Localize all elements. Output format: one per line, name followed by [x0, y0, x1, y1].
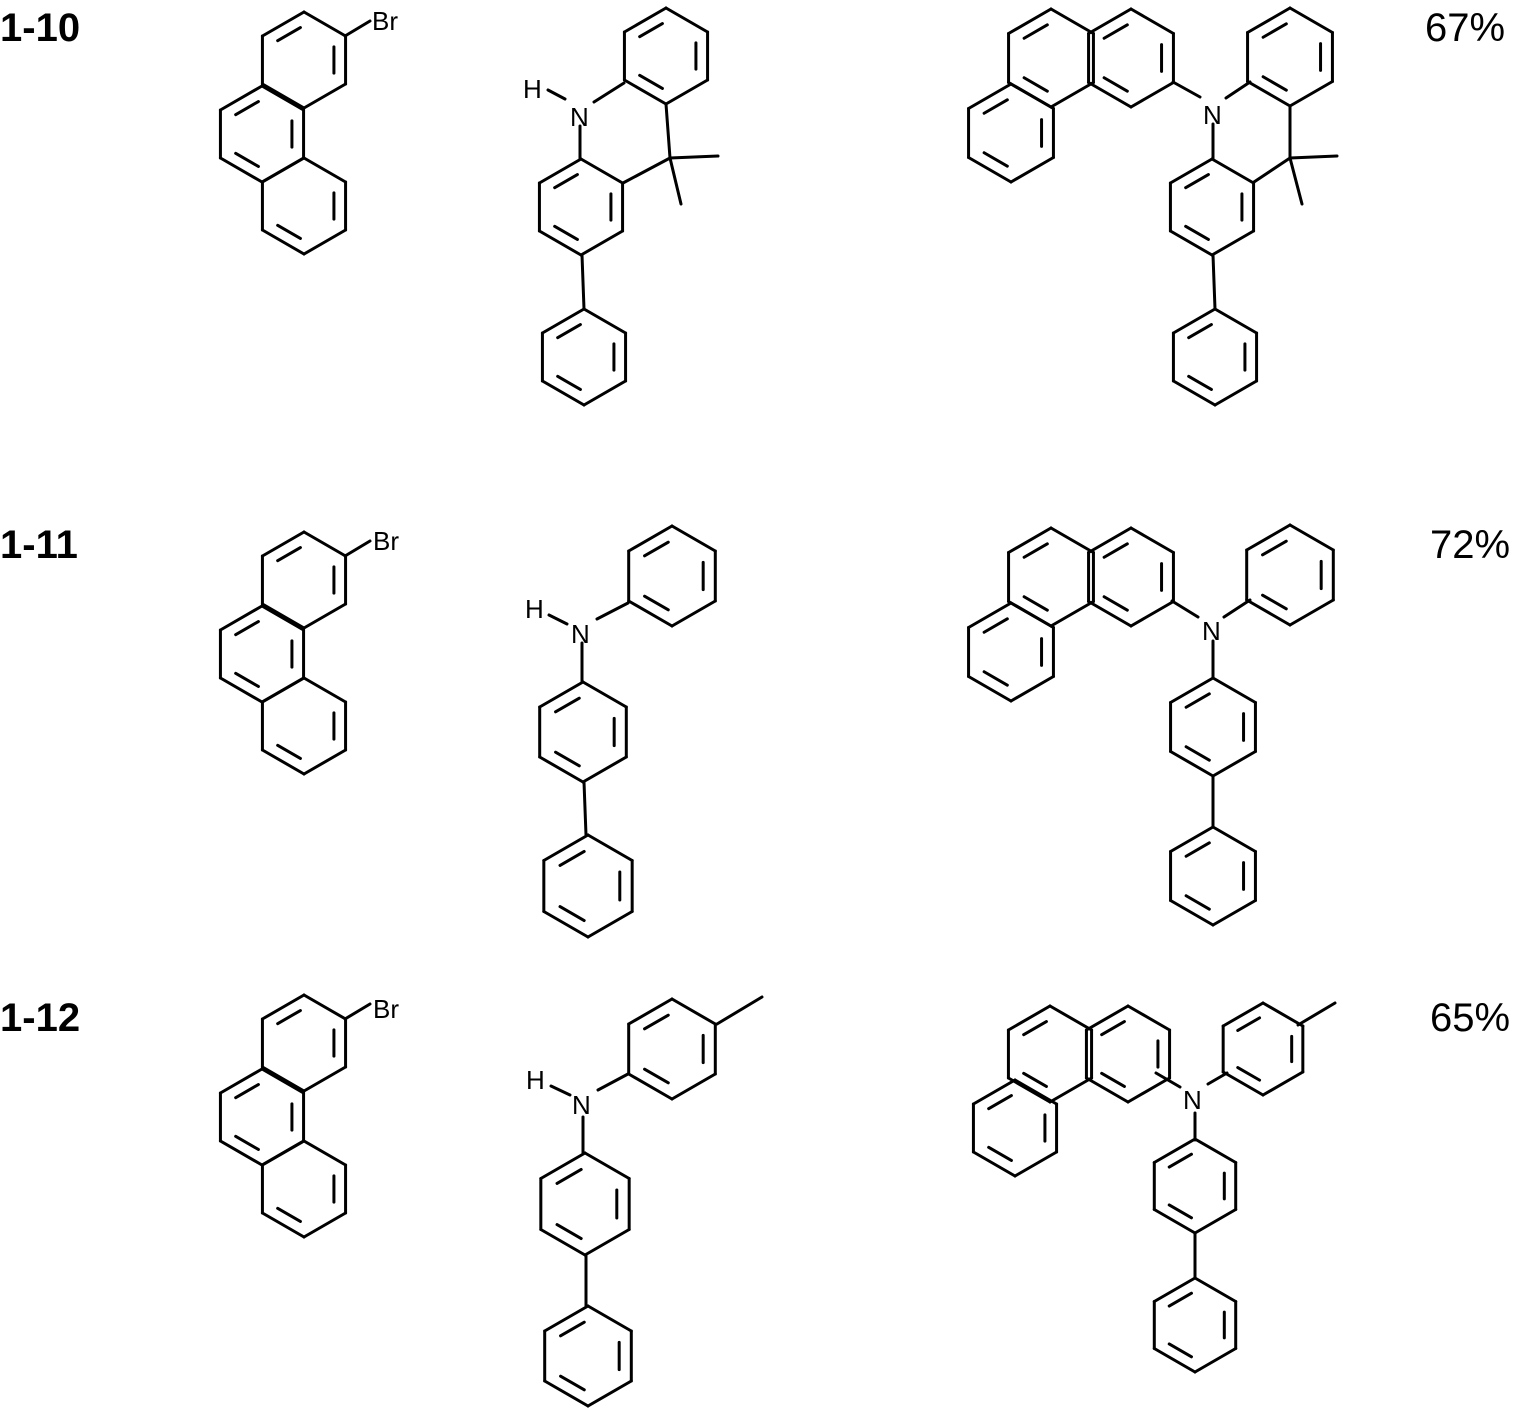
entry-yield-1-10: 67%	[1425, 6, 1506, 50]
atom-label-h: H	[526, 1065, 545, 1095]
molecule-1-11-1: HN	[525, 524, 717, 939]
molecule-1-12-0: Br	[218, 993, 399, 1239]
entry-yield-1-11: 72%	[1430, 523, 1511, 567]
atom-label-n: N	[1203, 100, 1222, 130]
molecule-1-10-0: Br	[218, 6, 398, 256]
atom-label-br: Br	[373, 994, 399, 1024]
molecule-1-12-1: HN	[526, 995, 764, 1408]
atom-label-n: N	[571, 619, 590, 649]
molecule-1-11-0: Br	[218, 526, 399, 776]
atom-label-br: Br	[372, 6, 398, 36]
molecule-1-10-1: HN	[523, 6, 720, 407]
atom-label-n: N	[570, 102, 589, 132]
atom-label-h: H	[525, 594, 544, 624]
molecule-1-11-2: N	[967, 523, 1335, 927]
entry-label-1-11: 1-11	[0, 523, 78, 567]
atom-label-h: H	[523, 74, 542, 104]
atom-label-n: N	[572, 1090, 591, 1120]
atom-label-n: N	[1202, 616, 1221, 646]
atom-label-n: N	[1183, 1085, 1202, 1115]
entry-label-1-12: 1-12	[0, 996, 81, 1040]
atom-label-br: Br	[373, 526, 399, 556]
molecule-1-10-2: N	[967, 6, 1339, 407]
entry-label-1-10: 1-10	[0, 6, 81, 50]
molecule-1-12-2: N	[971, 1001, 1337, 1374]
entry-yield-1-12: 65%	[1430, 996, 1511, 1040]
